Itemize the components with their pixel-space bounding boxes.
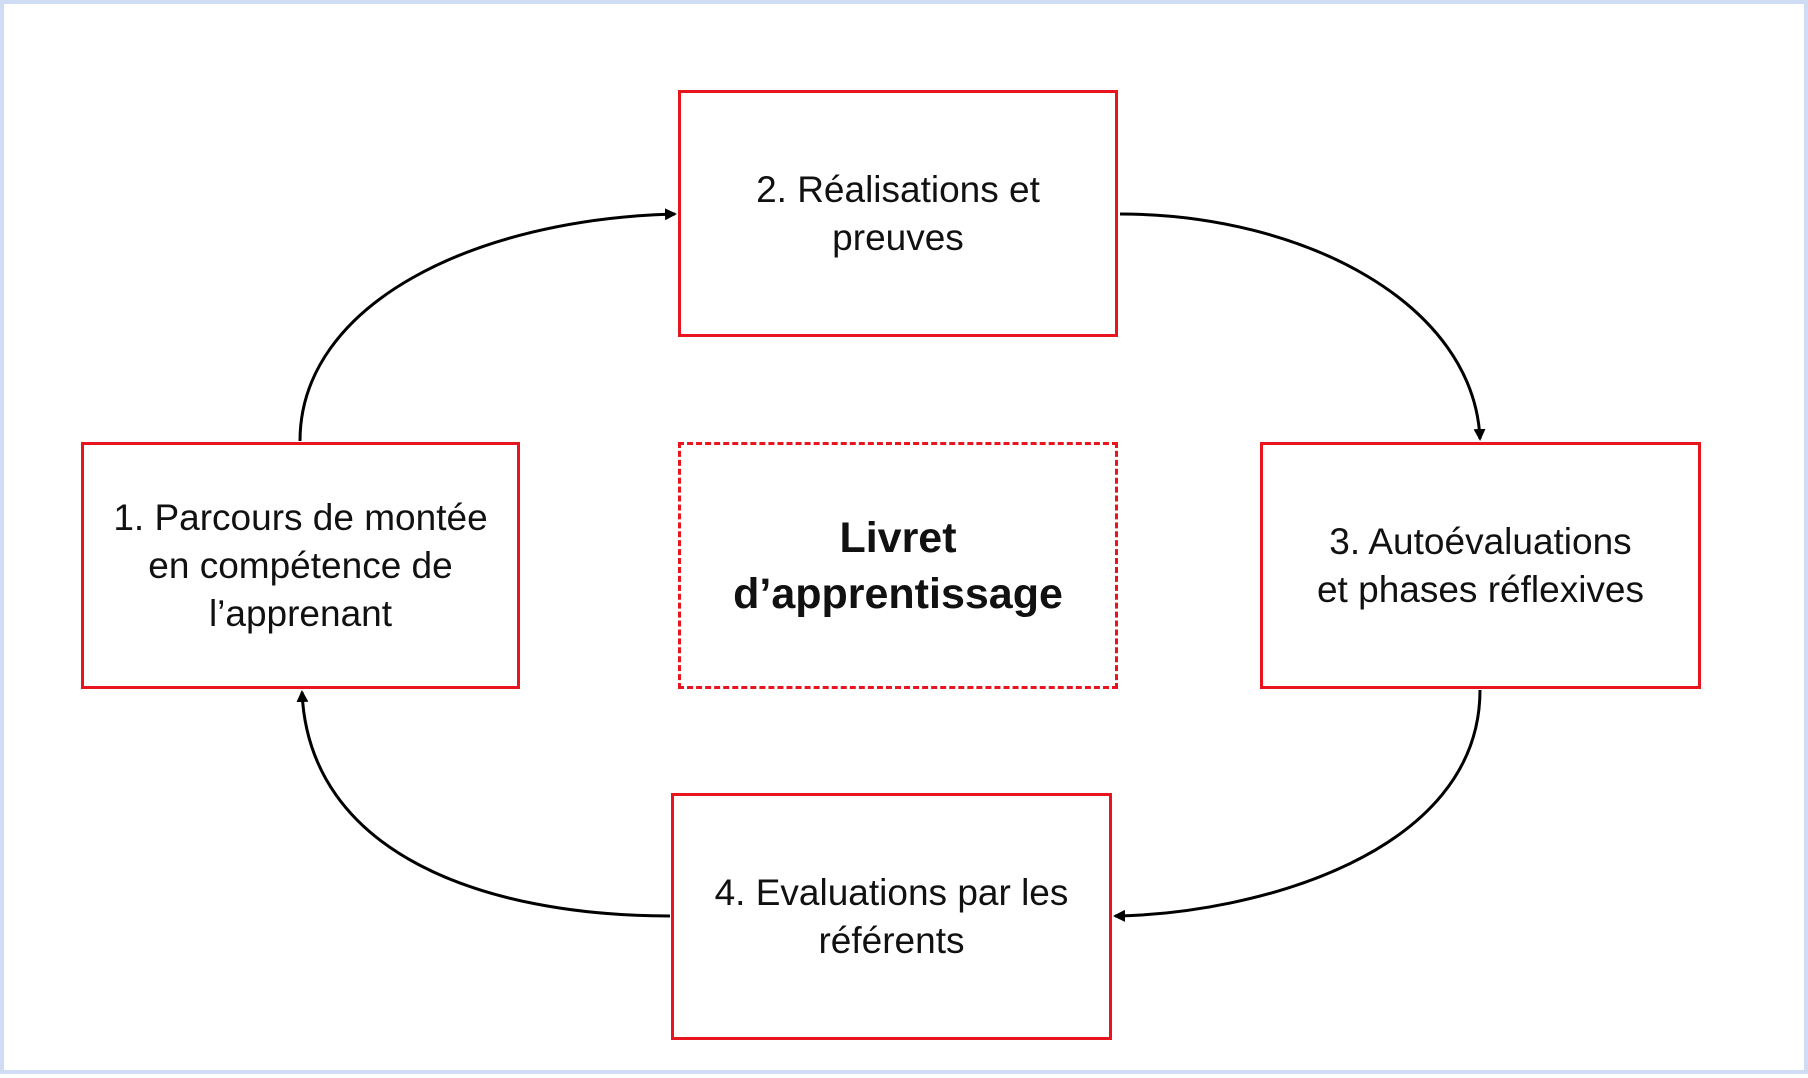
center-label: Livret d’apprentissage [733,513,1063,618]
step-box-2: 2. Réalisations et preuves [678,90,1118,337]
step-label-3: 3. Autoévaluations et phases réflexives [1316,520,1644,610]
arrow-4-to-1 [296,690,671,918]
step-box-1: 1. Parcours de montée en compétence de l… [81,442,520,689]
center-box: Livret d’apprentissage [678,442,1118,689]
step-label-4: 4. Evaluations par les référents [714,871,1069,961]
arrow-3-to-4 [1113,689,1482,922]
cycle-arrows [296,208,1486,922]
step-box-3: 3. Autoévaluations et phases réflexives [1260,442,1701,689]
arrow-1-to-2 [298,208,677,442]
step-label-1: 1. Parcours de montée en compétence de l… [113,496,488,634]
arrow-2-to-3 [1119,212,1486,441]
step-box-4: 4. Evaluations par les référents [671,793,1112,1040]
step-label-2: 2. Réalisations et preuves [756,168,1040,258]
